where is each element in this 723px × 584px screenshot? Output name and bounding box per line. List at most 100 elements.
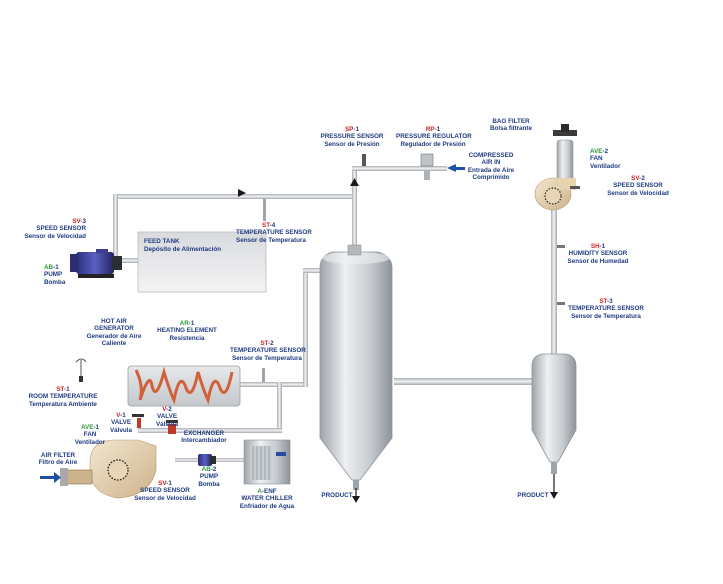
pump-pipe xyxy=(118,258,138,263)
cyclone-connect-pipe xyxy=(394,378,532,385)
label-sv1: SV-1 SPEED SENSOR Sensor de Velocidad xyxy=(128,480,202,502)
ab2-name-es: Bomba xyxy=(198,480,220,488)
pump-ab1-icon xyxy=(70,249,122,278)
code-rp1-num: -1 xyxy=(434,126,441,133)
code-ave2: AVE xyxy=(590,148,603,155)
st1-name: ROOM TEMPERATURE xyxy=(28,393,98,401)
hot-air-generator xyxy=(127,365,241,407)
drying-chamber xyxy=(319,251,393,503)
water-chiller xyxy=(243,439,291,485)
code-sh1-num: -1 xyxy=(599,243,606,250)
ab1-name-es: Bomba xyxy=(44,278,66,286)
code-ab2: AB xyxy=(201,466,211,473)
flow-arrow-right xyxy=(238,189,246,197)
ab1-name: PUMP xyxy=(44,271,63,279)
label-sv2: SV-2 SPEED SENSOR Sensor de Velocidad xyxy=(602,175,674,197)
st4-name-es: Sensor de Temperatura xyxy=(236,236,306,244)
compressed-air-arrow-shaft xyxy=(455,167,465,170)
bag-filter-name-es: Bolsa filtrante xyxy=(490,125,532,133)
sprayer-pipe-vertical xyxy=(352,168,357,260)
label-sv3: SV-3 SPEED SENSOR Sensor de Velocidad xyxy=(18,218,86,240)
label-rp1: RP-1 PRESSURE REGULATOR Regulador de Pre… xyxy=(396,126,472,148)
code-st3-num: -3 xyxy=(607,298,613,305)
compressed-air-line2: AIR IN xyxy=(481,159,501,167)
code-sv1: SV xyxy=(158,480,167,487)
code-v1-num: -1 xyxy=(120,412,126,419)
compressed-air-pipe xyxy=(352,166,447,171)
feed-pipe-left-vertical xyxy=(113,194,118,264)
ar1-name: HEATING ELEMENT xyxy=(157,327,217,335)
hot-air-pipe-v xyxy=(303,268,308,387)
label-product-dryer: PRODUCT xyxy=(320,492,354,499)
code-st3: ST xyxy=(599,298,608,305)
label-st1: ST-1 ROOM TEMPERATURE Temperatura Ambien… xyxy=(26,386,100,408)
code-sv1-num: -1 xyxy=(166,480,172,487)
rp1-name-es: Regulador de Presión xyxy=(400,140,466,148)
code-ab1-num: -1 xyxy=(53,264,59,271)
code-sp1: SP xyxy=(344,126,354,133)
pump-ab2-icon xyxy=(198,454,216,466)
air-filter xyxy=(60,468,93,486)
exchanger-pipe-h xyxy=(138,428,282,433)
sensor-sv2-probe xyxy=(570,186,580,189)
compressed-air-arrow xyxy=(447,164,456,172)
ave1-name-es: Ventilador xyxy=(74,438,106,446)
code-ar1-num: -1 xyxy=(188,320,195,327)
sh1-name-es: Sensor de Humedad xyxy=(567,257,629,265)
label-exchanger: EXCHANGER Intercambiador xyxy=(176,430,232,445)
hot-air-line3: Generador de Aire xyxy=(86,332,142,340)
code-st2: ST xyxy=(260,340,269,347)
sensor-st4-probe xyxy=(263,199,266,221)
sv2-name-es: Sensor de Velocidad xyxy=(607,189,669,197)
code-ave1-num: -1 xyxy=(93,424,100,431)
code-aenf: A xyxy=(257,488,262,495)
code-v1: V xyxy=(116,412,121,419)
code-ab2-num: -2 xyxy=(210,466,217,473)
label-hot-air-generator: HOT AIR GENERATOR Generador de Aire Cali… xyxy=(84,318,144,348)
compressed-air-line3: Entrada de Aire xyxy=(467,166,515,174)
bag-filter-name: BAG FILTER xyxy=(492,118,530,125)
code-sv2-num: -2 xyxy=(639,175,645,182)
ab2-name: PUMP xyxy=(199,473,219,481)
label-air-filter: AIR FILTER Filtro de Aire xyxy=(34,452,82,467)
rp1-name: PRESSURE REGULATOR xyxy=(396,133,472,141)
code-st1-num: -1 xyxy=(64,386,70,393)
v2-name: VALVE xyxy=(156,413,178,421)
code-st4-num: -4 xyxy=(269,222,276,229)
feed-tank-name-es: Depósito de Alimentación xyxy=(144,246,222,253)
compressed-air-line1: COMPRESSED xyxy=(468,152,514,159)
code-sv3-num: -3 xyxy=(80,218,86,225)
st4-name: TEMPERATURE SENSOR xyxy=(236,229,312,237)
valve-v2-icon xyxy=(166,420,178,434)
sensor-st2-probe xyxy=(262,368,265,382)
v1-name-es: Válvula xyxy=(109,426,133,434)
cyclone xyxy=(531,353,577,499)
fan-ave2-icon xyxy=(534,177,576,211)
code-sv2: SV xyxy=(631,175,640,182)
label-ab2: AB-2 PUMP Bomba xyxy=(192,466,226,488)
st3-name-es: Sensor de Temperatura xyxy=(571,312,641,320)
aenf-name-es: Enfriador de Agua xyxy=(239,502,295,510)
feed-pipe-top xyxy=(113,194,356,199)
label-ave2: AVE-2 FAN Ventilador xyxy=(590,148,640,170)
air-filter-name-es: Filtro de Aire xyxy=(38,459,78,467)
sh1-name: HUMIDITY SENSOR xyxy=(568,250,628,258)
v1-name: VALVE xyxy=(110,419,132,427)
label-bag-filter: BAG FILTER Bolsa filtrante xyxy=(480,118,542,133)
ave1-name: FAN xyxy=(83,431,97,439)
sprayer-nozzle xyxy=(347,244,362,256)
sv3-name-es: Sensor de Velocidad xyxy=(24,232,86,240)
code-aenf-num: -ENF xyxy=(261,488,277,495)
hot-air-line2: GENERATOR xyxy=(94,325,134,333)
st1-name-es: Temperatura Ambiente xyxy=(29,400,97,408)
exchanger-name-es: Intercambiador xyxy=(181,437,227,445)
sp1-name: PRESSURE SENSOR xyxy=(320,133,384,141)
code-st4: ST xyxy=(262,222,270,229)
pressure-regulator-icon xyxy=(420,153,434,180)
label-ab1: AB-1 PUMP Bomba xyxy=(44,264,84,286)
label-st3: ST-3 TEMPERATURE SENSOR Sensor de Temper… xyxy=(566,298,646,320)
aenf-name: WATER CHILLER xyxy=(241,495,293,503)
flow-arrow-up xyxy=(350,178,359,186)
st3-name: TEMPERATURE SENSOR xyxy=(568,305,644,313)
